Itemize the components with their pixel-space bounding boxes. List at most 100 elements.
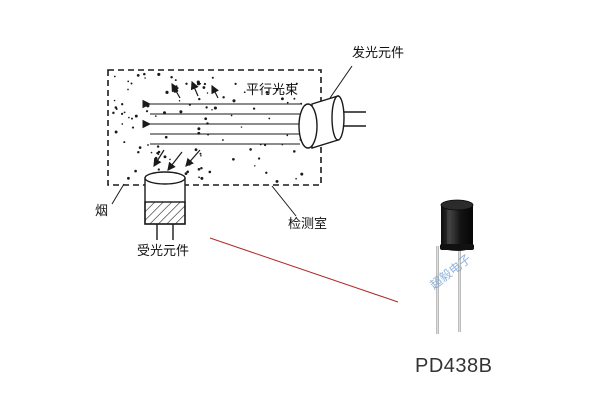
smoke-particle <box>163 155 167 159</box>
smoke-particle <box>138 146 142 149</box>
emitter-label: 发光元件 <box>352 46 405 61</box>
smoke-particle <box>128 116 130 119</box>
smoke-particle <box>234 82 237 85</box>
smoke-particle <box>157 168 160 171</box>
smoke-particle <box>208 170 212 174</box>
smoke-particle <box>143 72 146 76</box>
smoke-particle <box>165 90 169 94</box>
smoke-particle <box>156 145 160 148</box>
smoke-particle <box>121 103 124 106</box>
smoke-particle <box>113 75 116 78</box>
smoke-particle <box>127 88 129 91</box>
smoke-particle <box>197 167 201 171</box>
smoke-particle <box>265 90 269 94</box>
smoke-particle <box>240 126 243 128</box>
smoke-particle <box>206 92 209 94</box>
smoke-particle <box>293 97 296 100</box>
smoke-particle <box>170 75 173 79</box>
parallel-beam-label: 平行光束 <box>246 83 299 98</box>
smoke-particle <box>185 82 188 85</box>
smoke-particle <box>204 117 208 121</box>
smoke-particle <box>114 130 118 134</box>
scattered-light-arrows <box>153 80 219 171</box>
smoke-particle <box>286 134 289 137</box>
smoke-particle <box>157 150 161 154</box>
smoke-particle <box>202 86 206 89</box>
smoke-particle <box>197 127 201 131</box>
smoke-particle <box>275 179 279 183</box>
smoke-label: 烟 <box>95 204 109 219</box>
smoke-particle <box>257 157 261 160</box>
smoke-particle <box>205 106 208 109</box>
smoke-particle <box>174 79 177 82</box>
smoke-particle <box>300 172 304 176</box>
smoke-particle <box>136 74 140 77</box>
smoke-particle <box>300 102 303 105</box>
smoke-particle <box>164 135 168 139</box>
chamber-label: 检测室 <box>288 217 328 232</box>
smoke-particle <box>137 150 140 154</box>
smoke-particle <box>154 156 158 160</box>
smoke-particle <box>114 106 118 109</box>
smoke-particle <box>186 170 190 174</box>
smoke-particle <box>184 172 188 175</box>
light-receiver <box>144 171 186 240</box>
smoke-particle <box>280 97 284 101</box>
smoke-particle <box>113 99 116 102</box>
smoke-particle <box>131 117 133 120</box>
smoke-particle <box>213 106 217 110</box>
smoke-particle <box>134 114 138 118</box>
smoke-particle <box>287 84 290 87</box>
smoke-particle <box>154 115 157 117</box>
smoke-particle <box>295 177 297 180</box>
component-lead-right <box>458 246 461 332</box>
smoke-particle <box>211 76 214 79</box>
smoke-particle <box>199 152 202 155</box>
smoke-particle <box>127 80 130 83</box>
smoke-particle <box>175 85 178 88</box>
smoke-leader-line <box>111 183 125 205</box>
smoke-particle <box>179 110 183 114</box>
emitter-leader-line <box>329 65 353 99</box>
smoke-particle <box>249 148 252 151</box>
smoke-particle <box>295 82 298 85</box>
smoke-particle <box>121 123 124 125</box>
smoke-particle <box>243 91 246 94</box>
smoke-particle <box>112 111 115 115</box>
smoke-particle <box>200 166 203 170</box>
smoke-particle <box>230 114 233 117</box>
smoke-particle <box>198 176 200 179</box>
smoke-particle <box>200 155 202 157</box>
smoke-particle <box>188 164 191 166</box>
smoke-particle <box>134 169 137 173</box>
component-lead-left <box>436 246 439 334</box>
smoke-particle <box>293 150 296 153</box>
smoke-particle <box>120 112 124 116</box>
smoke-particle <box>194 148 198 152</box>
smoke-particle <box>198 97 201 101</box>
smoke-particle <box>282 91 285 93</box>
smoke-particle <box>169 158 171 161</box>
smoke-particle <box>157 72 161 76</box>
smoke-particle <box>146 104 150 108</box>
smoke-particle <box>276 88 279 91</box>
smoke-particle <box>145 110 149 113</box>
smoke-particle <box>232 99 236 103</box>
smoke-particle <box>123 141 126 144</box>
smoke-particle <box>144 77 146 79</box>
connector-line <box>209 237 399 303</box>
smoke-particle <box>130 82 133 85</box>
receiver-label: 受光元件 <box>137 244 190 259</box>
pd438b-component <box>436 199 474 334</box>
smoke-particle <box>232 157 235 161</box>
smoke-particle <box>123 111 126 114</box>
smoke-particle <box>126 176 130 180</box>
smoke-particle <box>131 126 135 129</box>
chamber-leader-line <box>271 185 297 217</box>
smoke-particle <box>197 81 200 85</box>
parallel-light-beam <box>142 99 300 145</box>
part-number-label: PD438B <box>415 355 493 377</box>
light-emitter <box>298 95 366 149</box>
